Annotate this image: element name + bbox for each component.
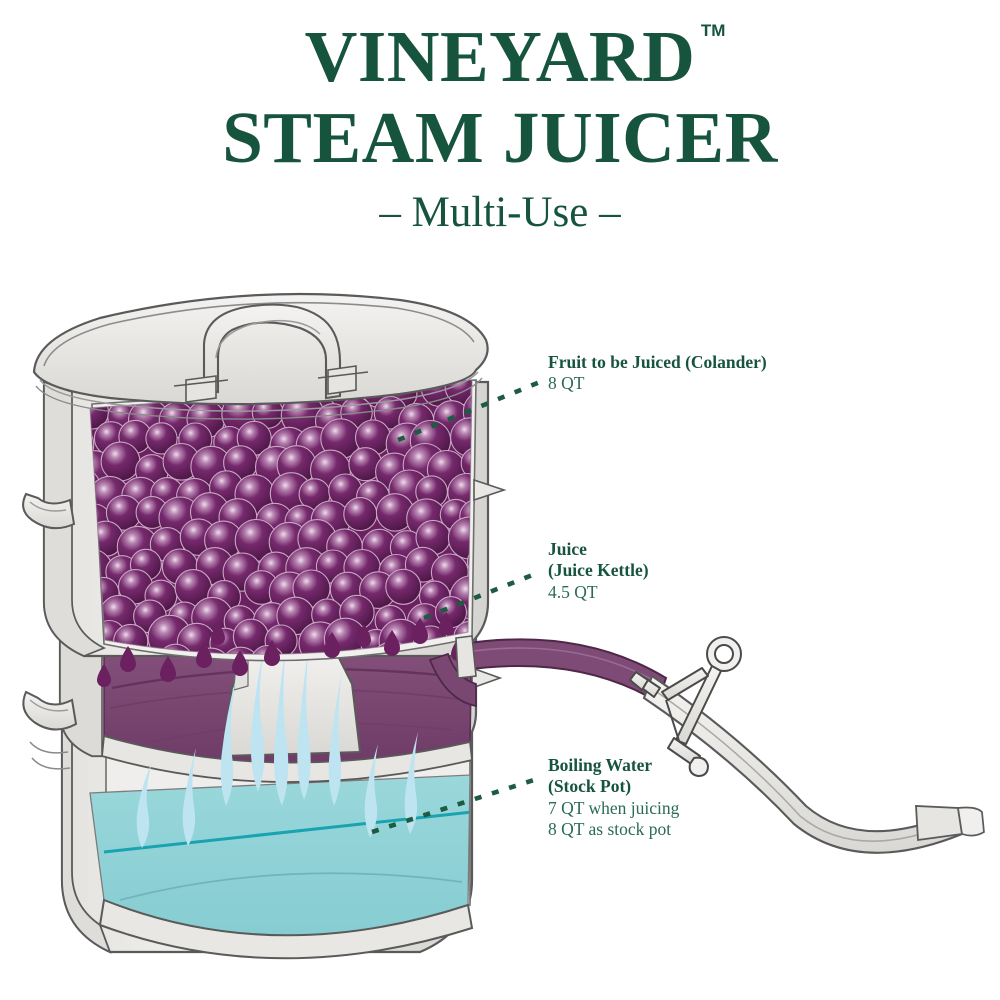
steam-wisps bbox=[136, 628, 418, 848]
callout-juice-heading-2: (Juice Kettle) bbox=[548, 560, 649, 581]
grape bbox=[343, 497, 378, 532]
side-handles bbox=[22, 478, 507, 770]
drain-hose bbox=[428, 635, 985, 854]
lid-handle bbox=[173, 303, 369, 403]
grape bbox=[460, 447, 472, 480]
callout-water-heading-1: Boiling Water bbox=[548, 755, 653, 775]
callout-water-heading-2: (Stock Pot) bbox=[548, 776, 632, 797]
grape bbox=[145, 422, 178, 455]
juice-drips bbox=[97, 612, 465, 687]
subtitle-dash-left: – bbox=[379, 189, 401, 236]
grape bbox=[100, 441, 141, 482]
callout-juice: Juice (Juice Kettle) 4.5 QT bbox=[548, 539, 649, 603]
page-subtitle: – Multi-Use – bbox=[0, 188, 1000, 237]
subtitle-text: Multi-Use bbox=[411, 189, 589, 236]
callout-fruit-capacity: 8 QT bbox=[548, 373, 585, 394]
grape bbox=[187, 647, 233, 655]
lid bbox=[32, 292, 489, 420]
leader-line-fruit bbox=[397, 379, 541, 443]
callout-fruit-heading: Fruit to be Juiced (Colander) bbox=[548, 352, 767, 372]
callout-juice-capacity: 4.5 QT bbox=[548, 581, 598, 602]
callout-fruit: Fruit to be Juiced (Colander) 8 QT bbox=[548, 352, 767, 395]
hose-clamp[interactable] bbox=[629, 636, 742, 777]
grape bbox=[385, 568, 422, 605]
leader-line-juice bbox=[423, 569, 541, 621]
subtitle-dash-right: – bbox=[599, 189, 621, 236]
grape bbox=[470, 380, 472, 416]
trademark-symbol: TM bbox=[700, 21, 726, 40]
title-text-vineyard: VINEYARD bbox=[304, 16, 696, 97]
callout-water: Boiling Water (Stock Pot) 7 QT when juic… bbox=[548, 755, 679, 840]
leader-lines bbox=[371, 379, 541, 835]
callout-water-capacity-2: 8 QT as stock pot bbox=[548, 819, 672, 840]
page-title-line-2: STEAM JUICER bbox=[222, 97, 778, 178]
colander bbox=[42, 379, 490, 662]
leader-line-water bbox=[371, 775, 541, 835]
callout-juice-heading-1: Juice bbox=[548, 539, 587, 559]
grape bbox=[462, 389, 472, 434]
grape bbox=[466, 546, 472, 578]
callout-water-capacity-1: 7 QT when juicing bbox=[548, 797, 680, 818]
grape bbox=[221, 646, 261, 655]
grape bbox=[90, 422, 95, 468]
